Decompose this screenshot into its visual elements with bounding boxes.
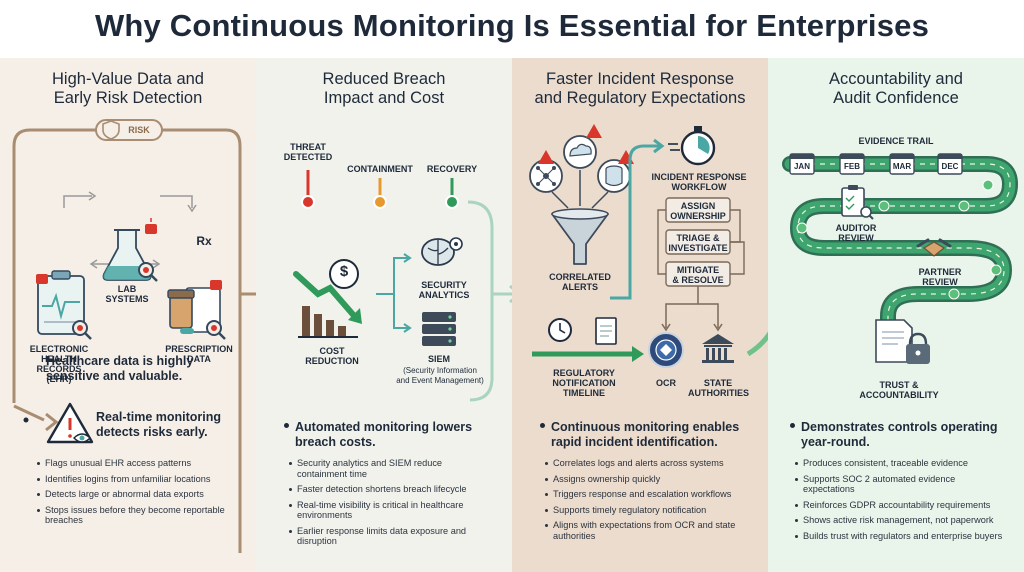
calendar-icon — [789, 153, 963, 175]
list-item: Triggers response and escalation workflo… — [544, 489, 754, 500]
building-icon — [702, 334, 734, 363]
col4-diagram — [782, 153, 1018, 364]
list-item: Security analytics and SIEM reduce conta… — [288, 458, 492, 479]
bar-chart-icon — [293, 271, 362, 338]
list-item: Assigns ownership quickly — [544, 474, 754, 485]
warning-icon — [36, 274, 48, 284]
trust-accountability-label: TRUST &ACCOUNTABILITY — [859, 380, 939, 400]
list-item: Real-time visibility is critical in heal… — [288, 500, 492, 521]
clipboard-icon — [841, 185, 874, 220]
eye-icon — [73, 433, 91, 443]
col1-bullet-list: Flags unusual EHR access patterns Identi… — [36, 458, 232, 531]
column-heading: Accountability and Audit Confidence — [829, 70, 963, 107]
list-item: Supports SOC 2 automated evidence expect… — [794, 474, 1008, 495]
funnel-icon — [551, 208, 609, 265]
list-item: Produces consistent, traceable evidence — [794, 458, 1008, 469]
magnifier-icon — [138, 262, 158, 282]
risk-badge-label: RISK — [128, 125, 150, 135]
magnifier-icon — [206, 320, 226, 340]
stopwatch-icon — [668, 126, 716, 166]
col4-bullet-list: Produces consistent, traceable evidence … — [794, 458, 1008, 546]
column-heading: Reduced Breach Impact and Cost — [322, 70, 446, 107]
document-icon — [595, 317, 617, 345]
warning-icon — [210, 280, 222, 290]
brain-icon — [421, 237, 463, 266]
seal-icon — [648, 332, 684, 368]
warning-icon — [145, 218, 157, 234]
page-title: Why Continuous Monitoring Is Essential f… — [94, 8, 930, 43]
list-item: Supports timely regulatory notification — [544, 505, 754, 516]
calendar-jan: JAN — [793, 162, 810, 171]
list-item: Flags unusual EHR access patterns — [36, 458, 232, 469]
list-item: Reinforces GDPR accountability requireme… — [794, 500, 1008, 511]
list-item: Aligns with expectations from OCR and st… — [544, 520, 754, 541]
column-accountability: Accountability and Audit Confidence — [768, 58, 1024, 572]
calendar-feb: FEB — [844, 162, 860, 171]
list-item: Stops issues before they become reportab… — [36, 505, 232, 526]
database-icon — [597, 159, 631, 193]
list-item: Faster detection shortens breach lifecyc… — [288, 484, 492, 495]
cloud-icon — [563, 135, 597, 169]
warning-icon — [46, 402, 94, 444]
column-high-value-data: High-Value Data and Early Risk Detection — [0, 58, 275, 572]
workflow-step-mitigate: MITIGATE& RESOLVE — [672, 265, 724, 285]
handshake-icon — [916, 238, 952, 257]
containment-label: CONTAINMENT — [347, 164, 413, 174]
col3-main-point: Continuous monitoring enables rapid inci… — [540, 420, 764, 450]
col2-main-point: Automated monitoring lowers breach costs… — [284, 420, 504, 450]
column-heading: Faster Incident Response and Regulatory … — [534, 70, 746, 107]
server-icon — [422, 312, 456, 346]
list-item: Shows active risk management, not paperw… — [794, 515, 1008, 526]
col2-diagram — [293, 170, 523, 402]
siem-label: SIEM — [427, 354, 450, 364]
col2-bullet-list: Security analytics and SIEM reduce conta… — [288, 458, 492, 552]
list-item: Identifies logins from unfamiliar locati… — [36, 474, 232, 485]
col4-main-point: Demonstrates controls operating year-rou… — [790, 420, 1020, 450]
col3-bullet-list: Correlates logs and alerts across system… — [544, 458, 754, 546]
shield-icon — [95, 119, 163, 141]
column-heading: High-Value Data and Early Risk Detection — [52, 70, 204, 107]
recovery-label: RECOVERY — [426, 164, 478, 174]
workflow-step-triage: TRIAGE &INVESTIGATE — [668, 233, 728, 253]
column-reduced-breach: Reduced Breach Impact and Cost — [256, 58, 523, 572]
list-item: Builds trust with regulators and enterpr… — [794, 531, 1008, 542]
evidence-trail-label: EVIDENCE TRAIL — [858, 136, 934, 146]
lock-icon — [906, 332, 930, 364]
dollar-icon — [329, 259, 359, 289]
network-icon — [529, 159, 563, 193]
list-item: Detects large or abnormal data exports — [36, 489, 232, 500]
rx-symbol: Rx — [196, 234, 212, 248]
column-incident-response: Faster Incident Response and Regulatory … — [512, 58, 790, 572]
calendar-mar: MAR — [892, 162, 912, 171]
col1-diagram — [12, 119, 275, 553]
clock-icon — [548, 318, 572, 342]
list-item: Earlier response limits data exposure an… — [288, 526, 492, 547]
dollar-symbol: $ — [339, 263, 349, 280]
monitor-heart-icon — [37, 270, 85, 335]
workflow-boxes — [657, 197, 745, 287]
magnifier-icon — [72, 320, 92, 340]
ocr-label: OCR — [656, 378, 676, 388]
calendar-dec: DEC — [941, 162, 959, 171]
list-item: Correlates logs and alerts across system… — [544, 458, 754, 469]
